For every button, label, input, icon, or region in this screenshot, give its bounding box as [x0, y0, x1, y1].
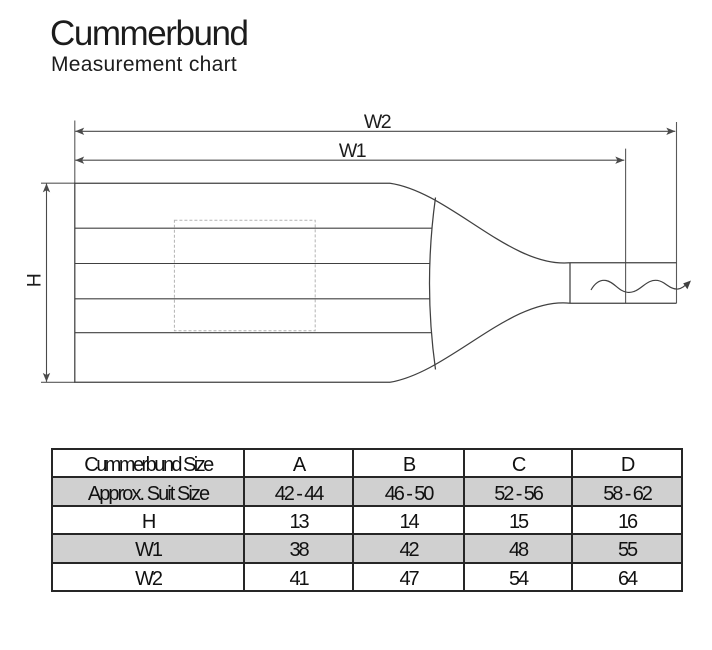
svg-text:H: H: [24, 274, 46, 287]
svg-text:W1: W1: [339, 140, 366, 162]
svg-text:W2: W2: [364, 111, 391, 133]
